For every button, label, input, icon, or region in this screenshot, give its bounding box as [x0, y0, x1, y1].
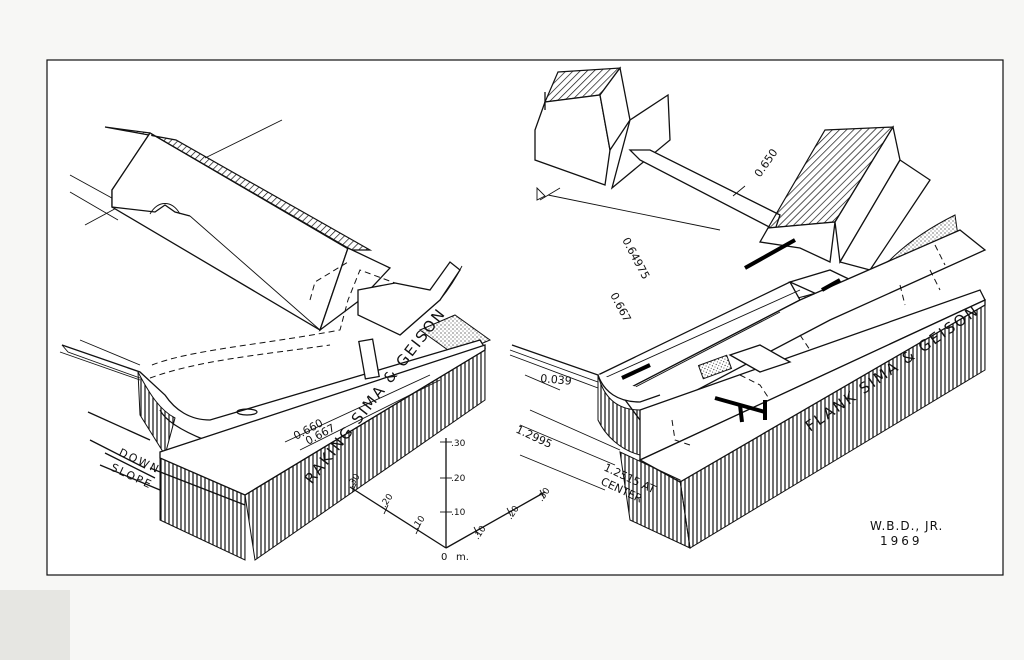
dim-0039: 0.039	[540, 372, 573, 388]
signature-name: W.B.D., JR.	[870, 519, 943, 533]
scale-unit: m.	[456, 552, 469, 563]
raking-sima-drawing	[59, 119, 492, 561]
scale-vert-20: .20	[451, 474, 466, 484]
scale-vert-30: .30	[451, 439, 466, 449]
scale-zero: 0	[441, 552, 447, 563]
down-slope-arrow	[104, 452, 156, 479]
scale-vert-10: .10	[451, 508, 466, 518]
dim-0650-tick	[732, 185, 746, 197]
film-edge	[0, 590, 70, 660]
flank-sima-drawing	[509, 66, 987, 549]
scale-axes	[349, 438, 546, 549]
signature-year: 1969	[880, 534, 923, 548]
